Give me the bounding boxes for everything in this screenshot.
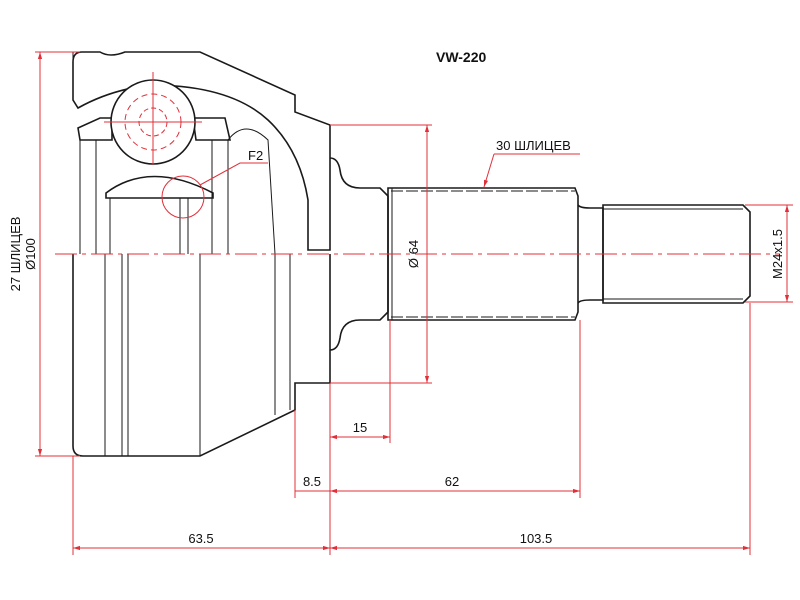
- spline-length-label: 62: [445, 474, 459, 489]
- inner-race-section: [105, 175, 214, 199]
- thread-label: M24x1.5: [770, 229, 785, 279]
- inner-race-lines: [79, 128, 276, 255]
- flange-offset-label: 8.5: [303, 474, 321, 489]
- outer-splines-callout: 30 ШЛИЦЕВ: [483, 138, 580, 188]
- shaft-length-label: 103.5: [520, 531, 553, 546]
- threaded-end: [602, 204, 751, 304]
- dim-shaft-length: 103.5: [330, 531, 750, 551]
- dim-outer-diameter: 27 ШЛИЦЕВ Ø100: [8, 51, 80, 457]
- dim-spline-length: 62: [330, 474, 580, 494]
- spline-shaft: [387, 187, 579, 321]
- dim-flange-diameter: Ø 64: [330, 124, 432, 384]
- dim-flange-offset: 8.5: [295, 474, 330, 492]
- housing-section-hatched: [72, 51, 331, 251]
- flange-diameter-label: Ø 64: [406, 240, 421, 268]
- outer-splines-label: 30 ШЛИЦЕВ: [496, 138, 571, 153]
- shoulder-length-label: 15: [353, 420, 367, 435]
- detail-f2-circle: [161, 175, 205, 219]
- dim-shoulder: 15: [330, 420, 390, 440]
- housing-exterior: [72, 254, 331, 457]
- outer-diameter-label: Ø100: [23, 238, 38, 270]
- detail-f2-label: F2: [248, 148, 263, 163]
- dim-body-length: 63.5: [73, 531, 330, 551]
- dim-thread: M24x1.5: [745, 204, 793, 303]
- body-length-label: 63.5: [188, 531, 213, 546]
- detail-f2-leader: [199, 162, 268, 186]
- part-number-title: VW-220: [436, 49, 487, 65]
- inner-splines-label: 27 ШЛИЦЕВ: [8, 217, 23, 292]
- housing-exterior-lines: [72, 52, 291, 456]
- extension-lines: [72, 303, 751, 555]
